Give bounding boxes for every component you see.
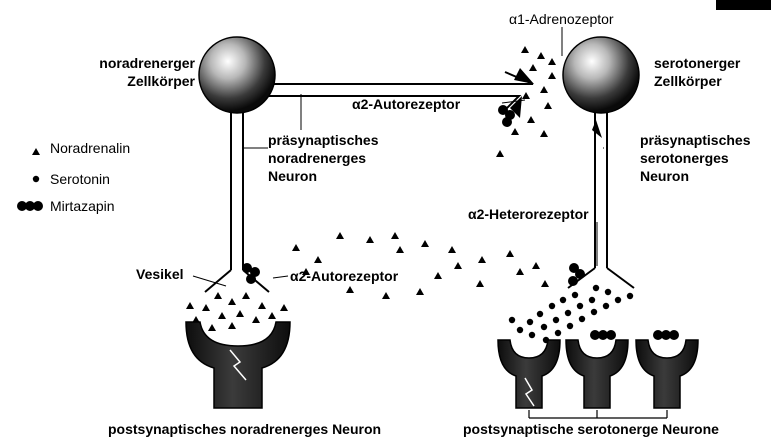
legend-triangle-icon xyxy=(32,148,40,155)
alpha2-autorezeptor-bottom-label: α2-Autorezeptor xyxy=(290,268,398,284)
legend-noradrenalin-label: Noradrenalin xyxy=(50,140,130,156)
serotonergic-cell-body xyxy=(563,37,639,113)
noradrenergic-axon xyxy=(205,112,269,292)
noradrenergic-cell-body xyxy=(199,37,275,113)
serotonerger-zellkoerper-label: Zellkörper xyxy=(654,73,722,89)
praesynaptisches-label-left: präsynaptisches xyxy=(268,132,379,148)
neuron-label-left: Neuron xyxy=(268,168,317,184)
noradrenerger-label: noradrenerger xyxy=(60,55,195,71)
alpha2-autorezeptor-top-label: α2-Autorezeptor xyxy=(352,96,460,112)
postsynaptic-noradrenergic-neuron xyxy=(186,322,290,408)
serotonergic-axon xyxy=(568,112,634,288)
neuron-label-right: Neuron xyxy=(640,168,689,184)
alpha1-adrenozeptor-label: α1-Adrenozeptor xyxy=(509,11,614,27)
receptor-5ht-label-1: 5-HT xyxy=(516,341,543,355)
receptor-5ht-label-3: 5-HT xyxy=(654,341,681,355)
legend-serotonin-label: Serotonin xyxy=(50,171,110,187)
alpha2-heterorezeptor-label: α2-Heterorezeptor xyxy=(468,206,589,222)
noradrenerges-label: noradrenerges xyxy=(268,150,366,166)
legend-mirtazapin-icon xyxy=(17,201,43,211)
postsynaptic-serotonergic-label: postsynaptische serotonerge Neurone xyxy=(463,421,719,437)
serotonergic-bracket xyxy=(529,410,667,418)
praesynaptisches-label-right: präsynaptisches xyxy=(640,132,751,148)
legend-dot-icon xyxy=(33,176,39,182)
serotonerger-label: serotonerger xyxy=(654,55,740,71)
legend-mirtazapin-label: Mirtazapin xyxy=(50,198,115,214)
postsynaptic-noradrenergic-label: postsynaptisches noradrenerges Neuron xyxy=(108,421,381,437)
legend-symbols xyxy=(17,148,43,211)
noradrenerger-zellkoerper-label: Zellkörper xyxy=(60,73,195,89)
vesikel-label: Vesikel xyxy=(136,266,184,282)
receptor-5ht-label-2: 5-HT xyxy=(584,341,611,355)
serotonerges-label: serotonerges xyxy=(640,150,729,166)
